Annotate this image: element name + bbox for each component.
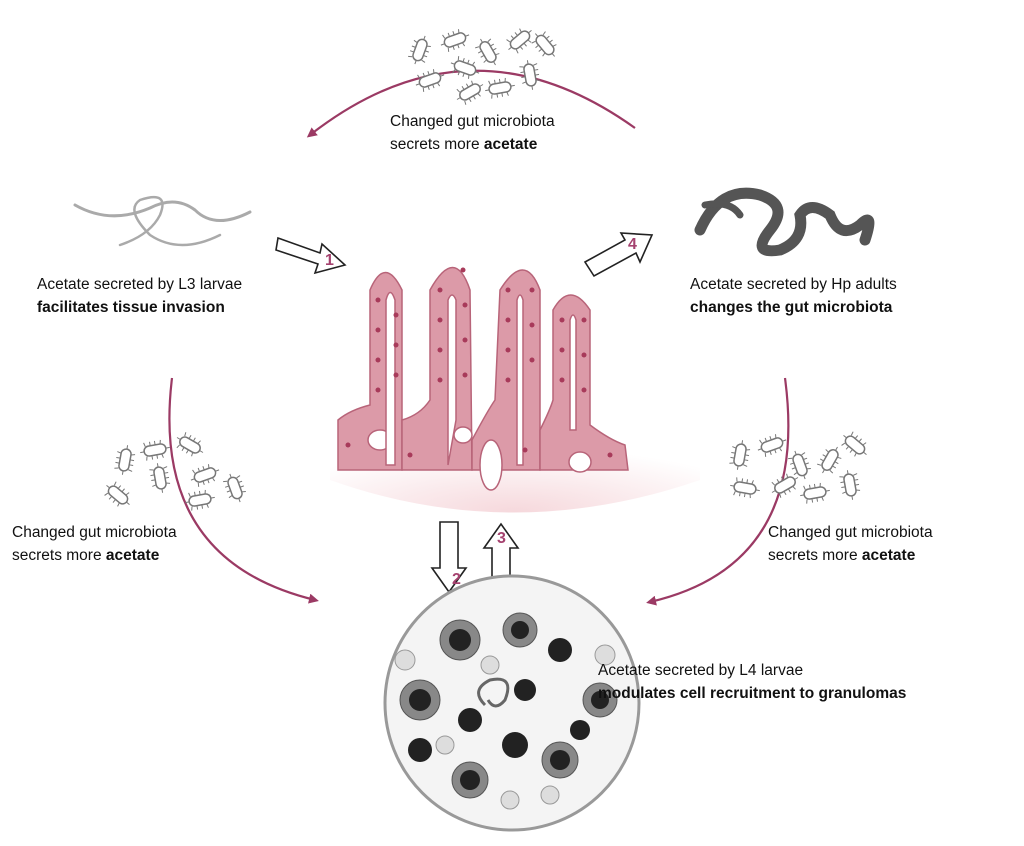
bacteria-cluster-top [405, 22, 563, 109]
label-line: secrets more acetate [390, 136, 538, 153]
label-line: Changed gut microbiota [390, 113, 555, 130]
microbiota-label-right: Changed gut microbiota secrets more acet… [768, 524, 933, 564]
step-3-label: Acetate secreted by L4 larvae modulates … [598, 662, 907, 702]
step-number-1: 1 [325, 252, 334, 269]
step-1-label: Acetate secreted by L3 larvae facilitate… [37, 276, 243, 316]
intestinal-villi [330, 267, 700, 513]
adult-worm-image [694, 187, 875, 257]
step-4-label: Acetate secreted by Hp adults changes th… [690, 276, 897, 316]
step-number-4: 4 [628, 236, 637, 253]
cycle-arrow-right [646, 377, 790, 606]
microbiota-label-left: Changed gut microbiota secrets more acet… [12, 524, 177, 564]
granuloma [383, 574, 641, 832]
bacteria-cluster-right [727, 427, 874, 506]
step-number-2: 2 [452, 571, 461, 588]
step-arrow-4 [583, 232, 654, 278]
microbiota-label-top: Changed gut microbiota secrets more acet… [390, 110, 555, 156]
step-arrow-2 [430, 521, 468, 594]
step-number-3: 3 [497, 530, 506, 547]
cycle-arrow-left [168, 377, 319, 604]
step-arrow-1 [275, 236, 347, 275]
l3-larvae-image [73, 195, 252, 247]
